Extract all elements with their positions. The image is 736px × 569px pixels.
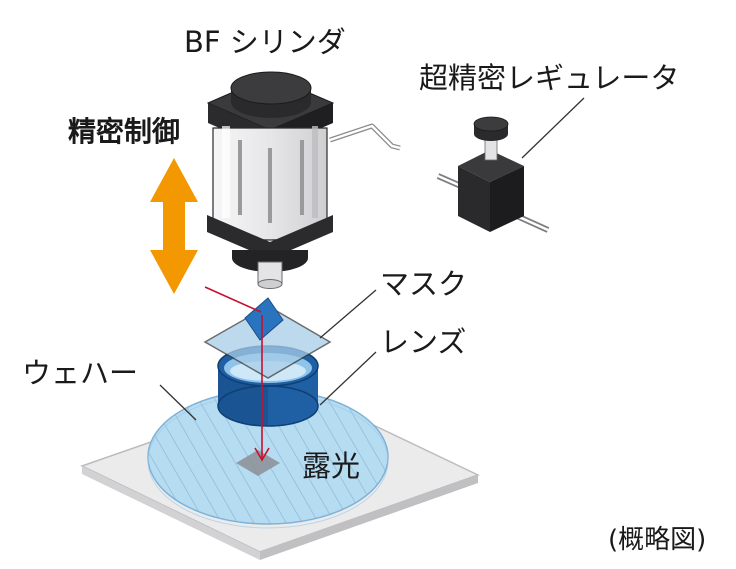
label-regulator: 超精密レギュレータ [419, 61, 679, 95]
pressure-regulator-icon [458, 116, 524, 232]
label-precision-control: 精密制御 [68, 115, 180, 148]
mask-plate [203, 297, 332, 379]
label-lens: レンズ [380, 325, 466, 359]
label-exposure: 露光 [302, 449, 360, 483]
label-mask: マスク [380, 267, 467, 301]
air-cylinder-icon [206, 71, 335, 289]
label-bf-cylinder: BF シリンダ [184, 25, 346, 59]
label-schematic-note: (概略図) [608, 525, 706, 555]
leader-lines [159, 97, 585, 421]
exposure-area [236, 450, 280, 476]
exposure-beam [204, 286, 270, 462]
double-vertical-arrow-icon [150, 158, 198, 294]
label-wafer: ウェハー [22, 356, 138, 390]
